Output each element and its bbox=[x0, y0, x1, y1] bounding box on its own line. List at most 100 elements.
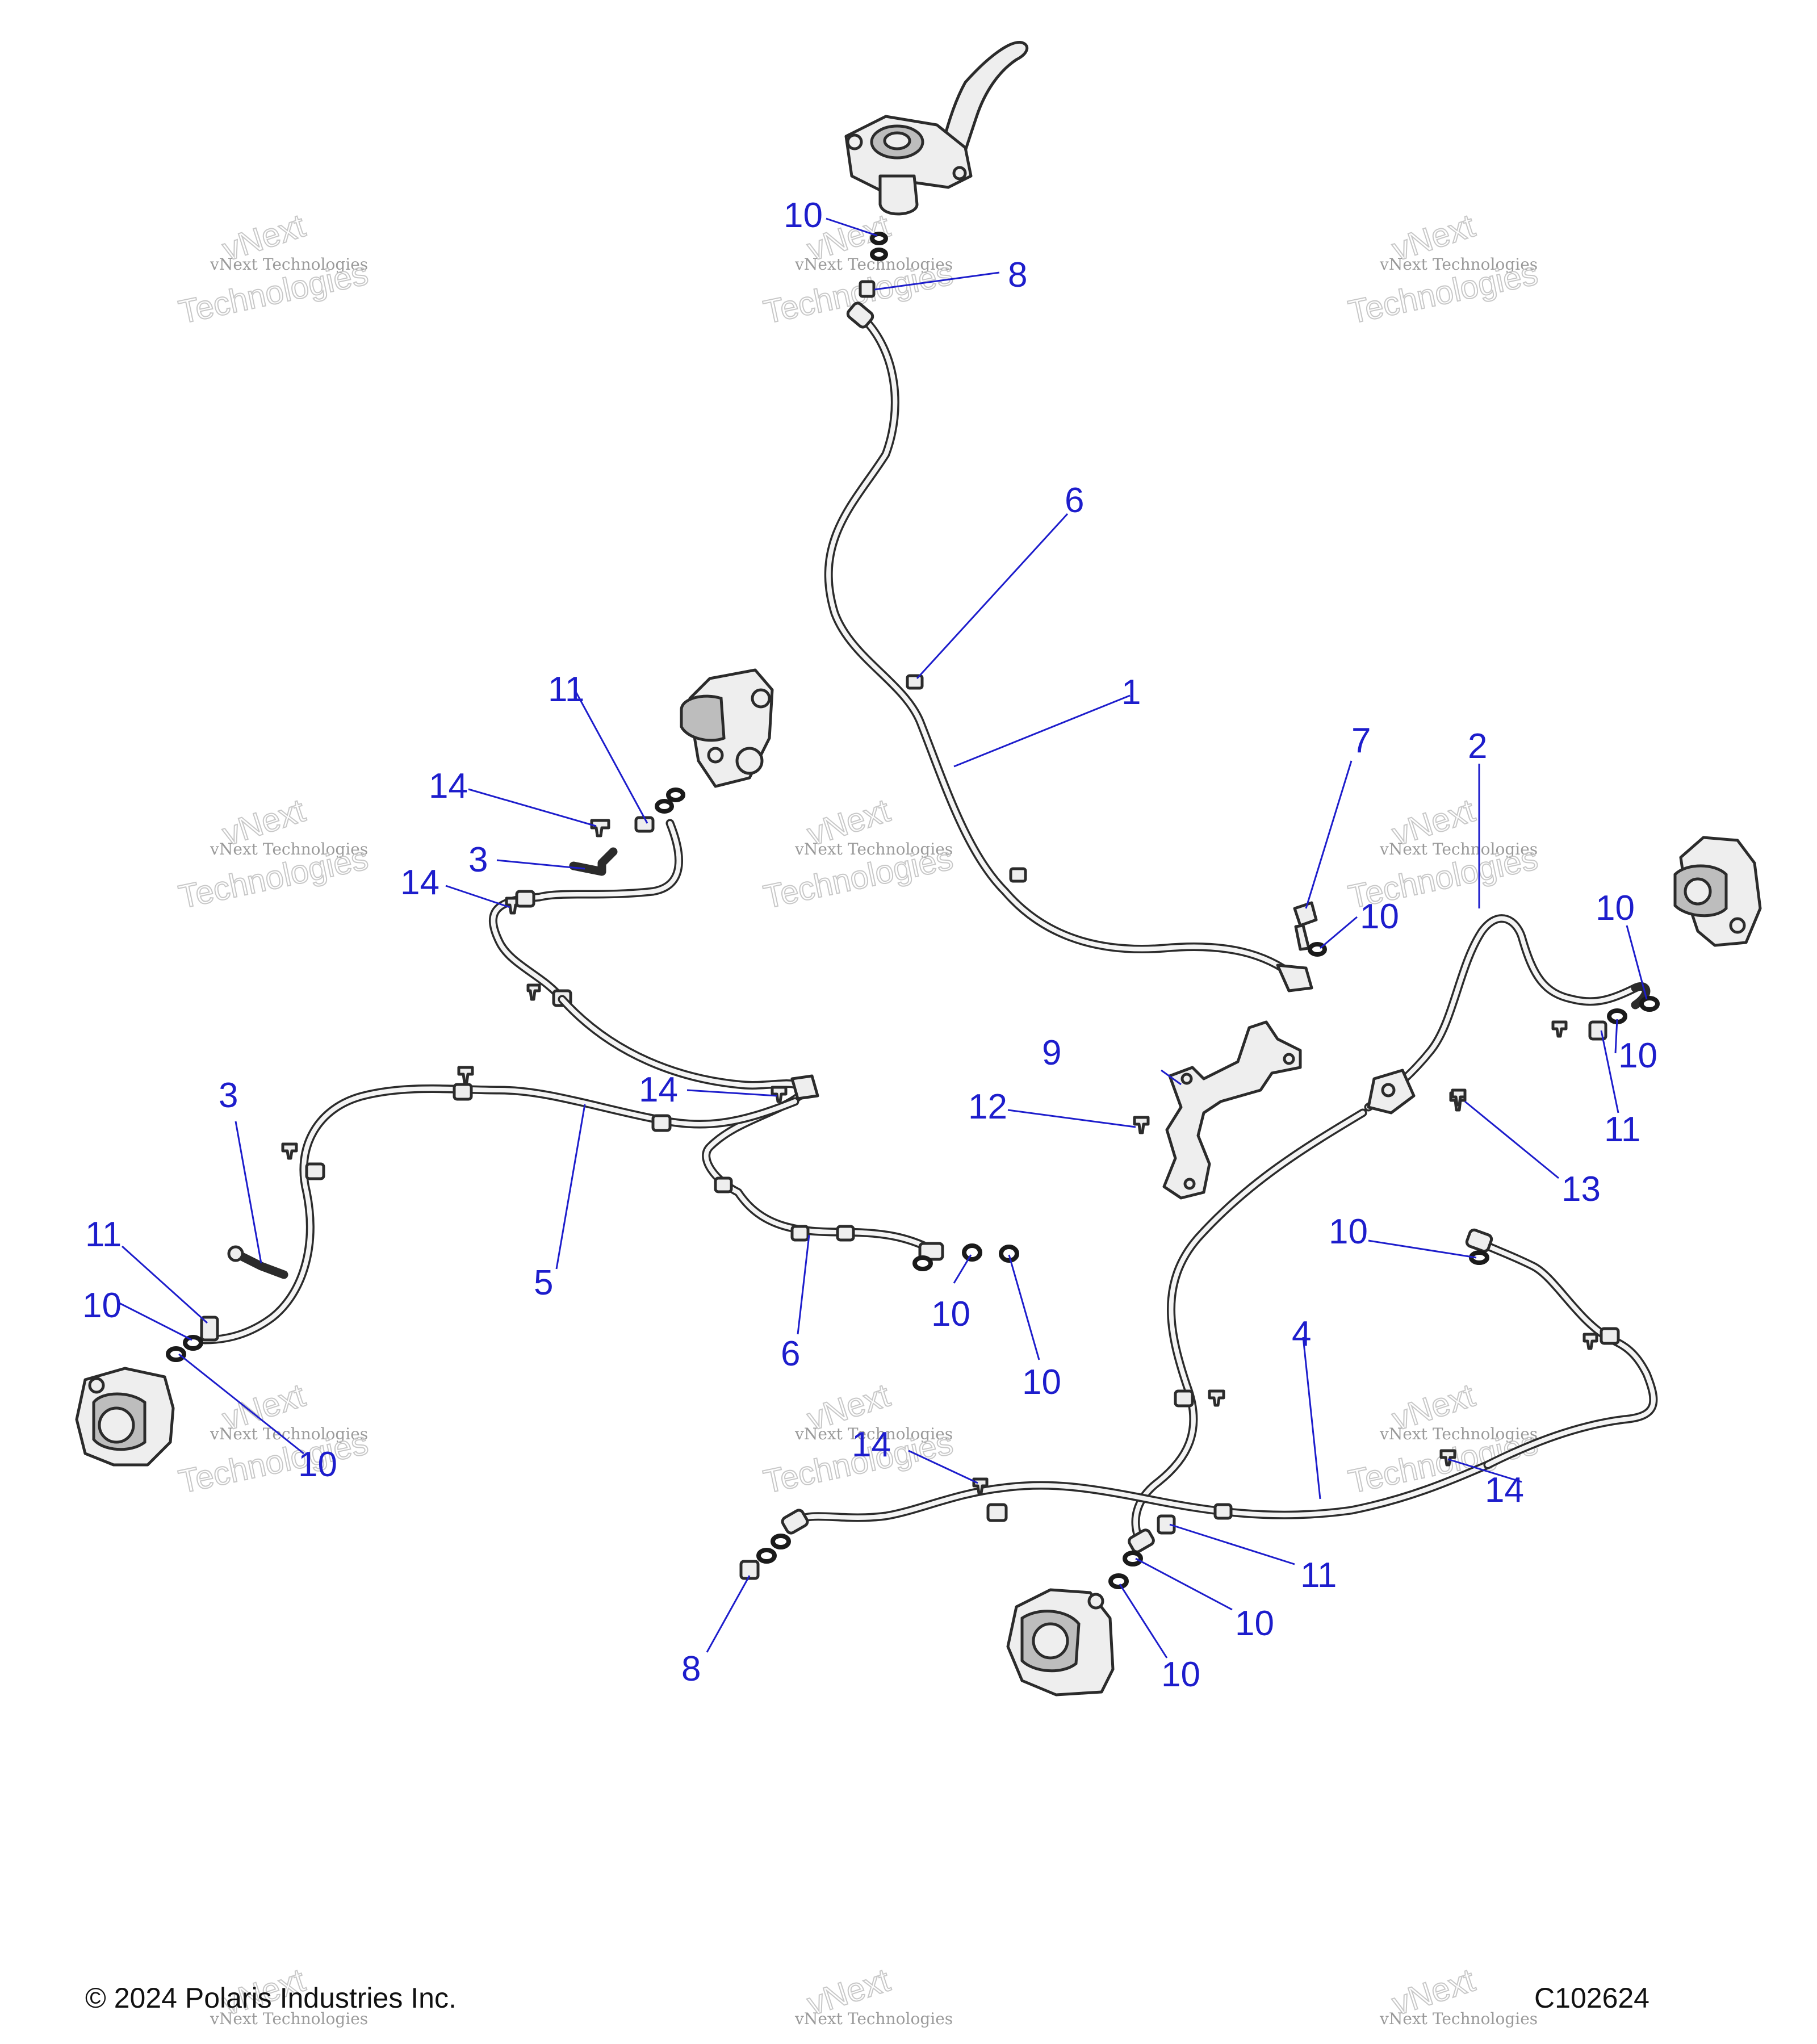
mounting-screw bbox=[1208, 1389, 1225, 1407]
sealing-washer bbox=[962, 1243, 982, 1262]
sealing-washer bbox=[1108, 1573, 1129, 1589]
copyright-text: © 2024 Polaris Industries Inc. bbox=[85, 1982, 457, 2014]
banjo-bolt bbox=[859, 280, 876, 298]
hose-clip bbox=[714, 1176, 733, 1193]
callout-10: 10 bbox=[298, 1445, 337, 1484]
hose-clip bbox=[836, 1225, 855, 1242]
callout-1: 1 bbox=[1121, 673, 1141, 712]
hose-clip bbox=[1600, 1327, 1620, 1345]
watermark: vNext vNext Technologies bbox=[794, 1961, 953, 2028]
callout-6: 6 bbox=[1065, 481, 1084, 520]
sealing-washer bbox=[1639, 996, 1660, 1012]
sealing-washer bbox=[870, 248, 888, 261]
brake-line-3-lower bbox=[227, 1245, 288, 1279]
watermark: vNext vNext Technologies Technologies bbox=[175, 791, 372, 916]
hose-clip bbox=[906, 674, 924, 690]
callout-8: 8 bbox=[1008, 256, 1027, 295]
callout-14: 14 bbox=[429, 767, 468, 806]
callout-12: 12 bbox=[968, 1087, 1007, 1126]
svg-text:vNext Technologies: vNext Technologies bbox=[794, 2009, 953, 2028]
callout-14: 14 bbox=[852, 1425, 891, 1464]
hose-clip bbox=[1213, 1503, 1233, 1520]
hose-clip bbox=[305, 1162, 325, 1180]
hose-clip bbox=[515, 890, 535, 908]
sealing-washer bbox=[999, 1245, 1019, 1263]
mounting-screw bbox=[1582, 1333, 1598, 1350]
callout-10: 10 bbox=[1618, 1036, 1657, 1075]
sealing-washer bbox=[183, 1335, 203, 1351]
callout-labels: 10 8 6 1 7 10 2 10 10 11 9 12 13 10 4 14… bbox=[82, 196, 1657, 1694]
banjo-bolt bbox=[200, 1316, 219, 1342]
callout-10: 10 bbox=[784, 196, 823, 235]
callout-11: 11 bbox=[1604, 1110, 1640, 1149]
brake-line-3-upper bbox=[489, 819, 683, 1004]
brake-hose-1 bbox=[824, 301, 1313, 992]
callout-11: 11 bbox=[85, 1215, 122, 1254]
brake-hose-4 bbox=[790, 1108, 1658, 1549]
callout-10: 10 bbox=[1596, 889, 1635, 928]
diagram-id: C102624 bbox=[1534, 1982, 1649, 2014]
sealing-washer bbox=[771, 1534, 791, 1549]
svg-text:vNext Technologies: vNext Technologies bbox=[210, 840, 368, 858]
callout-10: 10 bbox=[1360, 897, 1399, 936]
brake-caliper-lower-right bbox=[1006, 1588, 1115, 1697]
banjo-bolt bbox=[1157, 1514, 1176, 1535]
master-cylinder bbox=[844, 40, 1029, 216]
callout-14: 14 bbox=[1485, 1471, 1524, 1510]
svg-text:vNext Technologies: vNext Technologies bbox=[210, 2009, 368, 2028]
callout-3: 3 bbox=[219, 1076, 238, 1115]
watermark: vNext vNext Technologies bbox=[1379, 1961, 1538, 2028]
mounting-screw bbox=[771, 1086, 788, 1103]
callout-3: 3 bbox=[468, 840, 488, 879]
watermark: vNext vNext Technologies Technologies bbox=[175, 207, 372, 332]
callout-11: 11 bbox=[548, 670, 584, 709]
sealing-washer bbox=[756, 1548, 777, 1564]
hose-clip bbox=[651, 1114, 672, 1132]
hose-clip bbox=[986, 1503, 1008, 1522]
callout-13: 13 bbox=[1561, 1170, 1601, 1209]
callout-9: 9 bbox=[1042, 1033, 1061, 1073]
mounting-screw bbox=[1551, 1020, 1568, 1038]
svg-text:vNext Technologies: vNext Technologies bbox=[794, 1425, 953, 1443]
callout-10: 10 bbox=[1161, 1655, 1200, 1694]
callout-10: 10 bbox=[82, 1286, 122, 1325]
watermark: vNext vNext Technologies Technologies bbox=[760, 791, 957, 916]
sealing-washer bbox=[912, 1255, 933, 1271]
callout-14: 14 bbox=[639, 1070, 678, 1109]
mounting-screw bbox=[1133, 1116, 1150, 1134]
hose-clip bbox=[1009, 867, 1027, 883]
hose-clip bbox=[790, 1225, 810, 1242]
junction-block bbox=[1367, 1069, 1416, 1115]
svg-text:vNext Technologies: vNext Technologies bbox=[210, 1425, 368, 1443]
mounting-screw bbox=[590, 819, 610, 837]
hose-fitting bbox=[781, 1509, 809, 1535]
junction-block bbox=[790, 1074, 819, 1100]
brake-caliper-lower-left bbox=[75, 1367, 175, 1467]
svg-text:vNext Technologies: vNext Technologies bbox=[1379, 255, 1538, 274]
mounting-screw bbox=[1451, 1088, 1467, 1107]
sealing-washer bbox=[1123, 1551, 1143, 1566]
callout-11: 11 bbox=[1300, 1556, 1337, 1595]
svg-text:vNext Technologies: vNext Technologies bbox=[794, 840, 953, 858]
brake-caliper-upper-left bbox=[680, 668, 774, 788]
svg-text:vNext Technologies: vNext Technologies bbox=[210, 255, 368, 274]
sealing-washer bbox=[655, 799, 674, 814]
callout-10: 10 bbox=[931, 1295, 970, 1334]
brake-caliper-upper-right bbox=[1673, 836, 1762, 947]
banjo-bolt bbox=[1293, 901, 1318, 951]
leader-lines bbox=[119, 217, 1648, 1658]
mounting-screw bbox=[457, 1066, 474, 1084]
svg-text:vNext Technologies: vNext Technologies bbox=[1379, 840, 1538, 858]
sealing-washer bbox=[666, 788, 685, 802]
hose-fitting bbox=[1128, 1528, 1155, 1553]
hose-clip bbox=[1174, 1389, 1194, 1408]
watermark: vNext vNext Technologies Technologies bbox=[175, 1376, 372, 1501]
callout-10: 10 bbox=[1329, 1212, 1368, 1251]
mounting-screw bbox=[526, 983, 541, 1001]
banjo-bolt bbox=[739, 1560, 760, 1580]
callout-2: 2 bbox=[1468, 727, 1487, 766]
brake-hose-2 bbox=[1364, 914, 1651, 1112]
callout-6: 6 bbox=[781, 1334, 800, 1373]
banjo-bolt bbox=[1588, 1020, 1607, 1041]
